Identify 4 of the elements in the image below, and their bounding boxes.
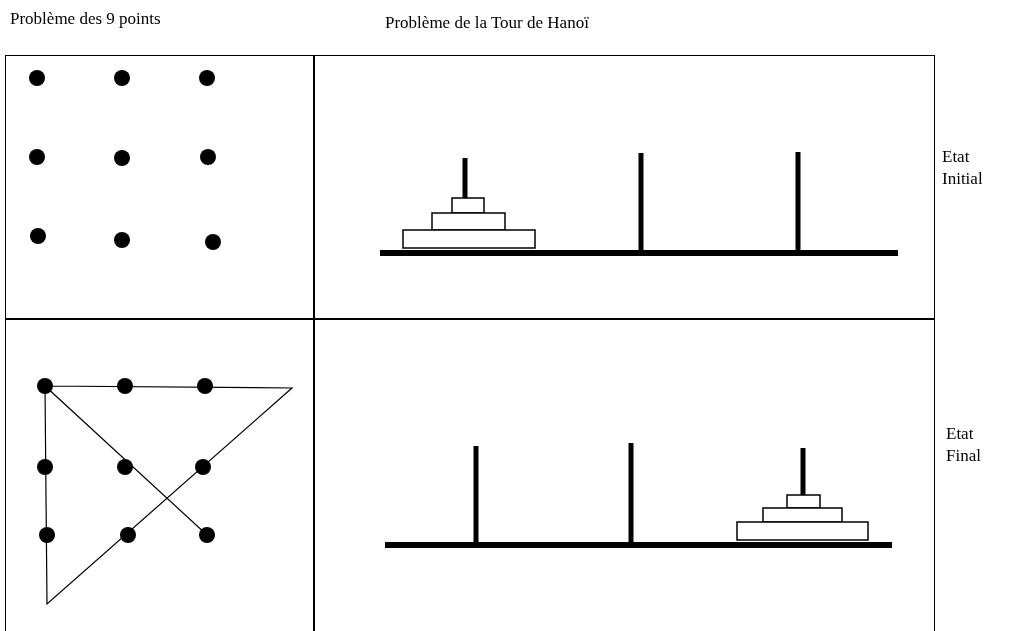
label-text: Problème des 9 points (10, 8, 161, 30)
label-text: Etat Final (946, 423, 982, 468)
label-text: Problème de la Tour de Hanoï (385, 12, 589, 34)
label-text: Etat Initial (942, 146, 984, 191)
